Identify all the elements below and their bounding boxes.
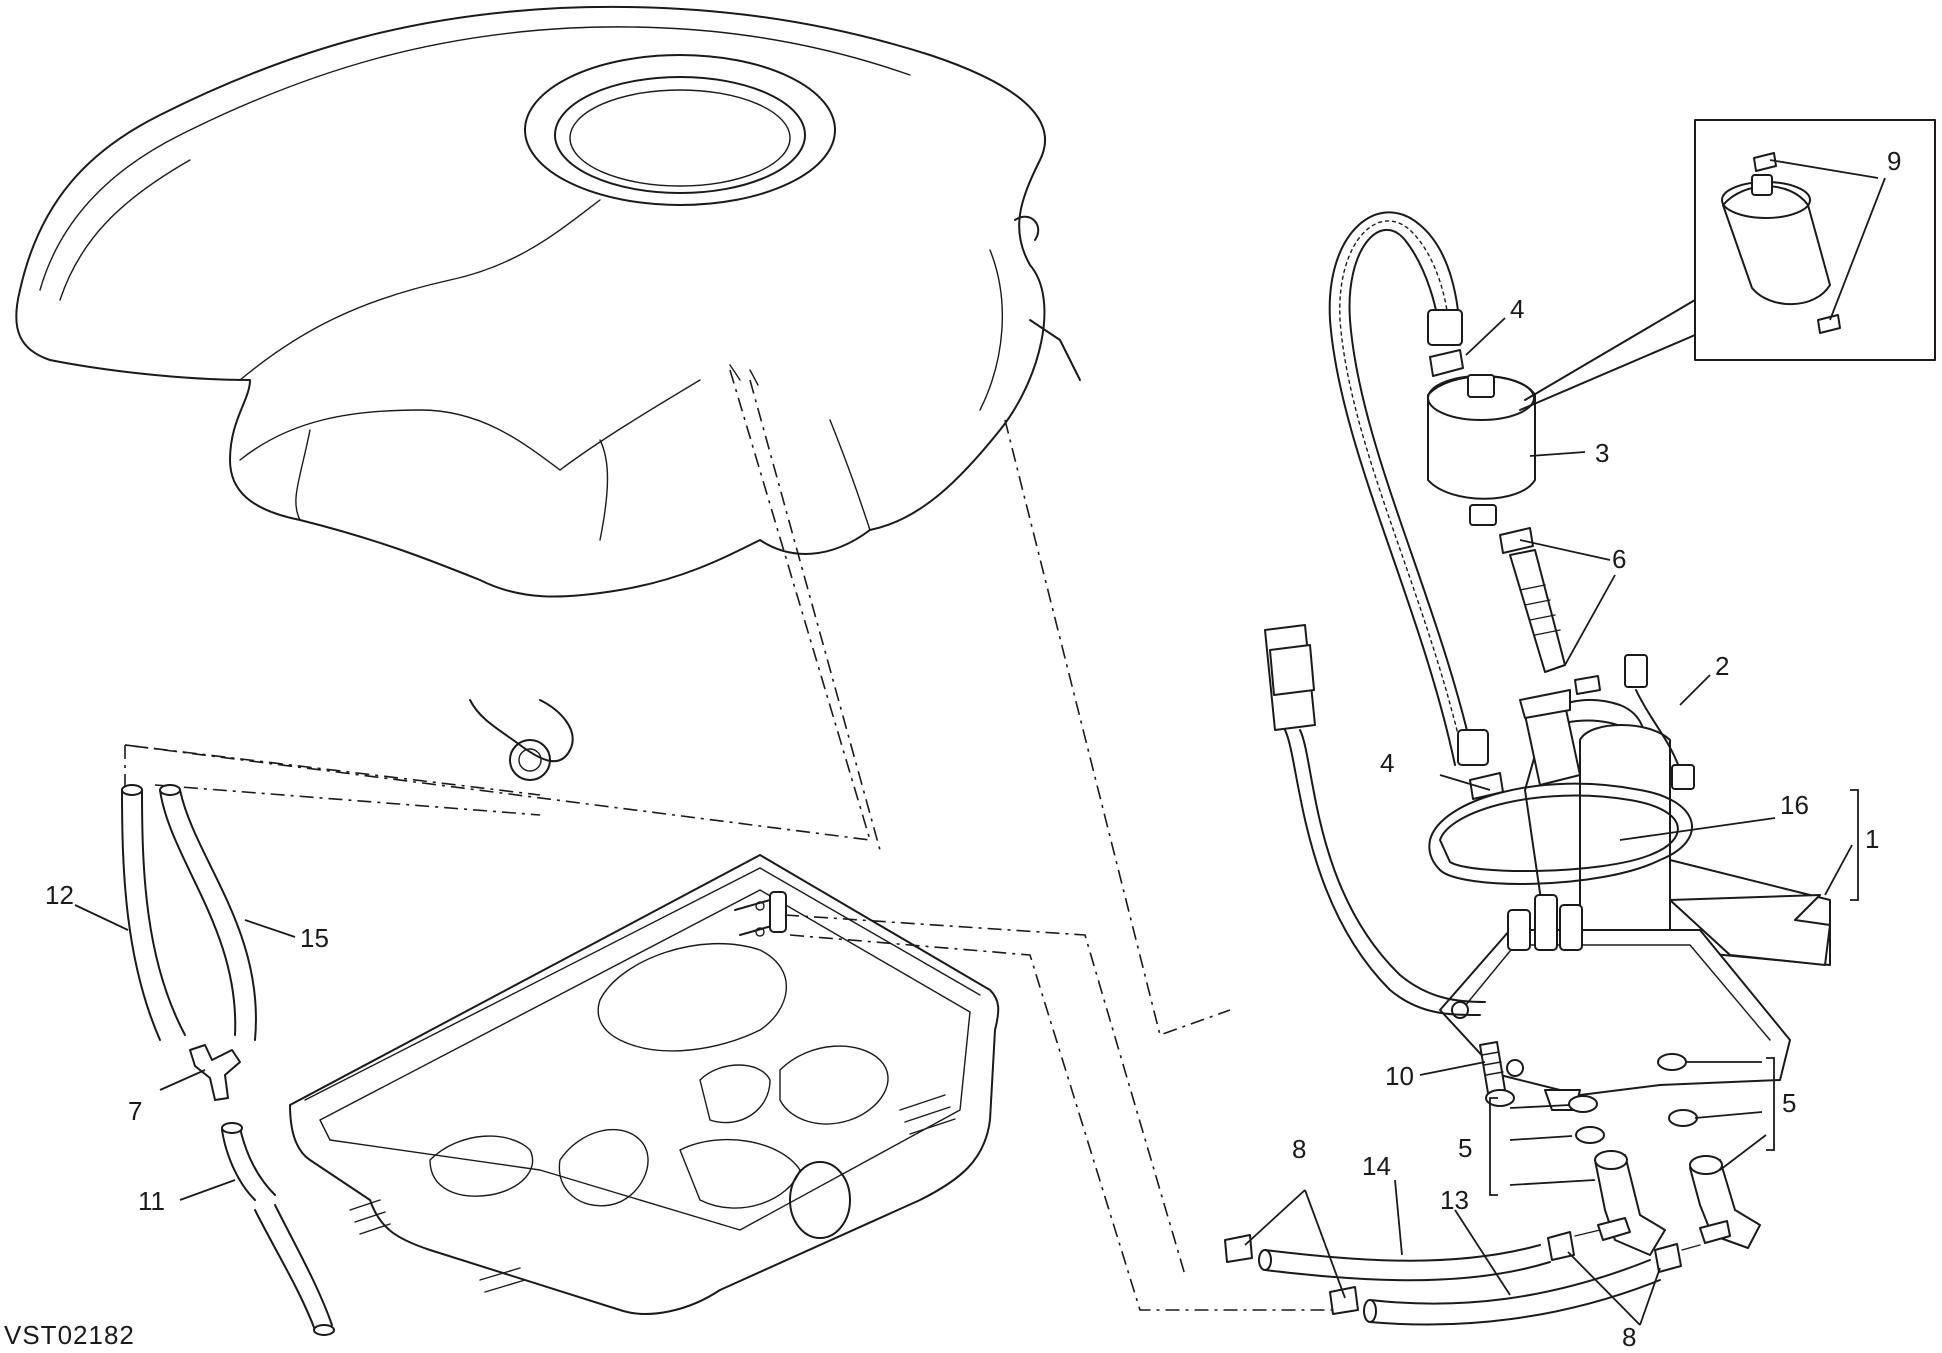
outlet-fittings [1224, 1041, 1761, 1326]
callout-11: 11 [138, 1186, 165, 1216]
callout-15: 15 [300, 923, 329, 953]
callout-12: 12 [45, 880, 74, 910]
tank-base-tray [289, 854, 1000, 1315]
fuel-pump-assembly [1264, 624, 1831, 1111]
callout-16: 16 [1780, 790, 1809, 820]
callout-1: 1 [1865, 824, 1880, 854]
detail-inset [1519, 119, 1936, 411]
callout-5-left: 5 [1458, 1133, 1473, 1163]
run-lines [124, 369, 1571, 1311]
fuel-filter [1427, 374, 1536, 526]
callout-2: 2 [1715, 651, 1730, 681]
callout-13: 13 [1440, 1185, 1469, 1215]
callout-6: 6 [1612, 544, 1627, 574]
callout-14: 14 [1362, 1151, 1391, 1181]
callout-4-upper: 4 [1510, 294, 1525, 324]
callout-5-right: 5 [1782, 1088, 1797, 1118]
callout-10: 10 [1385, 1061, 1414, 1091]
leader-lines [74, 159, 1886, 1326]
callout-8-lower: 8 [1622, 1322, 1637, 1352]
vent-hoses [121, 784, 335, 1336]
callout-7: 7 [128, 1096, 143, 1126]
fuel-tank [15, 5, 1081, 781]
callout-3: 3 [1595, 438, 1610, 468]
callout-8-upper: 8 [1292, 1134, 1307, 1164]
fuel-pump-hose [1328, 211, 1489, 766]
callout-9: 9 [1887, 146, 1902, 176]
callout-4-lower: 4 [1380, 748, 1395, 778]
pipe-fitting [1509, 549, 1566, 673]
hose-clamps [1429, 152, 1841, 800]
drawing-code: VST02182 [4, 1320, 135, 1350]
